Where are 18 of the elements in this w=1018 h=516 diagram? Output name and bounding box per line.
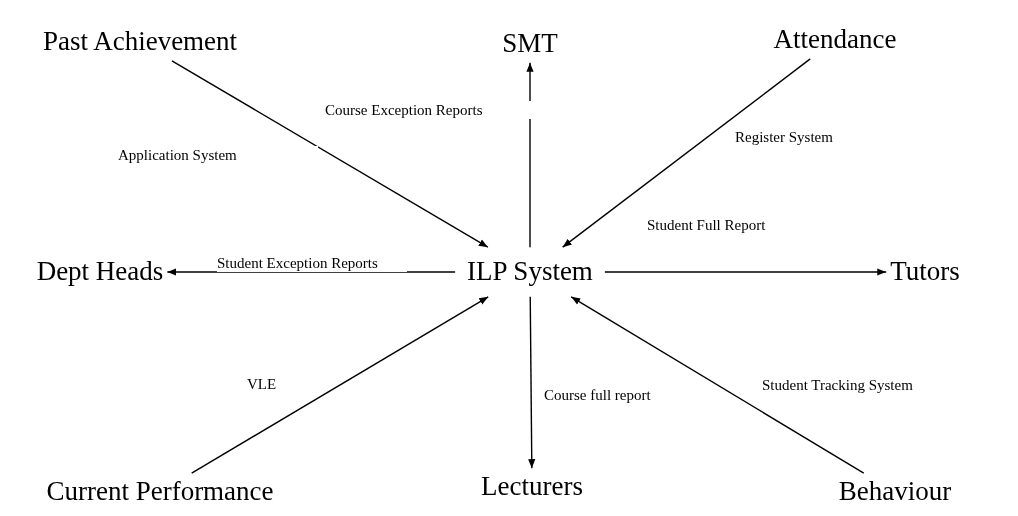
arrow (191, 296, 489, 474)
node-label: Dept Heads (32, 253, 168, 291)
node-label: SMT (498, 25, 562, 63)
node-label: Tutors (886, 253, 964, 291)
node-label: Attendance (769, 21, 901, 59)
arrow (604, 268, 887, 276)
arrow (528, 296, 536, 469)
node-label: Current Performance (42, 473, 278, 511)
arrow (570, 296, 865, 474)
node-label: ILP System (455, 247, 605, 297)
edge-label: Application System (118, 146, 318, 164)
node-label: Past Achievement (38, 23, 242, 61)
arrow (171, 60, 489, 248)
node-label: Lecturers (477, 468, 587, 506)
arrow (561, 58, 811, 248)
arrow (526, 62, 534, 248)
node-label: Behaviour (834, 473, 956, 511)
arrow (166, 268, 456, 276)
